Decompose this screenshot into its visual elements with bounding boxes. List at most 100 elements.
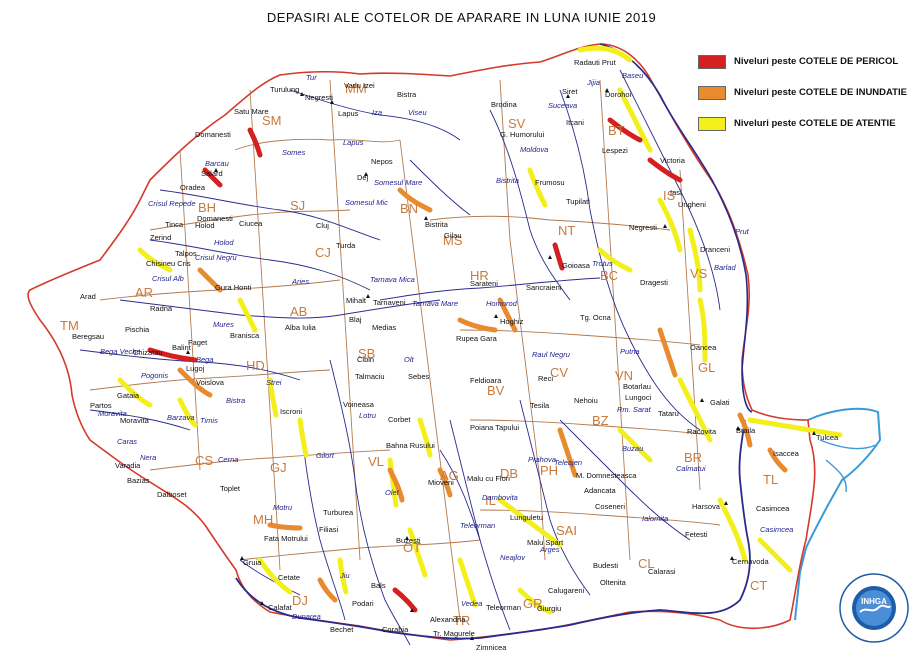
city-label: Turulung (270, 85, 299, 94)
legend-label: Niveluri peste COTELE DE INUNDATIE (734, 87, 907, 98)
city-label: Chizatau (133, 348, 163, 357)
river-labels: Tur Iza Viseu Jijia Baseu Suceava Somes … (98, 71, 793, 621)
city-label: Reci (538, 374, 553, 383)
county-label: CL (638, 556, 655, 571)
city-label: Negresti (629, 223, 657, 232)
river-label: Bistrita (496, 176, 519, 185)
county-label: BV (487, 383, 505, 398)
city-label: Bals (371, 581, 386, 590)
county-label: VL (368, 454, 384, 469)
county-label: BN (400, 201, 418, 216)
county-label: SAI (556, 523, 577, 538)
city-label: Isaccea (773, 449, 800, 458)
alert-yellow-segments (117, 45, 843, 615)
river-label: Tarnava Mare (412, 299, 458, 308)
county-label: BR (684, 450, 702, 465)
river-label: Jiu (339, 571, 350, 580)
city-label: Tarnaveni (373, 298, 406, 307)
city-label: Corbet (388, 415, 411, 424)
city-label: Dej (357, 173, 369, 182)
city-label: Calarasi (648, 567, 676, 576)
city-label: Arad (80, 292, 96, 301)
county-label: NT (558, 223, 575, 238)
county-labels: SM MM SV BT BH SJ BN CJ MS HR NT IS AR A… (60, 81, 778, 628)
legend: Niveluri peste COTELE DE PERICOL Nivelur… (698, 46, 920, 139)
city-label: Bistra (397, 90, 417, 99)
city-label: Frumosu (535, 178, 565, 187)
east-border (599, 43, 753, 413)
city-label: Balint (172, 343, 192, 352)
legend-label: Niveluri peste COTELE DE PERICOL (734, 56, 899, 67)
city-label: Lunguletu (510, 513, 543, 522)
city-labels: Turulung Negresti Vadu Izei Bistra Radau… (72, 58, 839, 652)
river-label: Buzau (622, 444, 644, 453)
city-label: Goioasa (562, 261, 591, 270)
river-label: Pogonis (141, 371, 168, 380)
city-label: Domanesti (197, 214, 233, 223)
city-label: Sebes (408, 372, 430, 381)
city-label: Toplet (220, 484, 241, 493)
river-label: Timis (200, 416, 218, 425)
city-label: Domanesti (195, 130, 231, 139)
county-label: MH (253, 512, 273, 527)
river-label: Moldova (520, 145, 548, 154)
county-label: SM (262, 113, 282, 128)
city-label: Bechet (330, 625, 354, 634)
city-label: Dragesti (640, 278, 668, 287)
city-label: Rupea Gara (456, 334, 498, 343)
city-label: Nepos (371, 157, 393, 166)
river-label: Motru (273, 503, 293, 512)
city-label: Coseneri (595, 502, 625, 511)
city-label: Poiana Tapului (470, 423, 519, 432)
river-label: Raul Negru (532, 350, 571, 359)
city-label: Partos (90, 401, 112, 410)
river-label: Bistra (226, 396, 245, 405)
city-label: Corabia (382, 625, 409, 634)
river-label: Casimcea (760, 525, 793, 534)
county-label: DB (500, 466, 518, 481)
county-label: TR (453, 613, 470, 628)
county-label: SB (358, 346, 375, 361)
county-label: VN (615, 368, 633, 383)
danube-border (235, 419, 751, 640)
city-label: Radna (150, 304, 173, 313)
county-label: TM (60, 318, 79, 333)
city-label: Beregsau (72, 332, 104, 341)
city-label: Dalboset (157, 490, 188, 499)
city-label: Oltenita (600, 578, 627, 587)
river-label: Mures (213, 320, 234, 329)
city-label: Bistrita (425, 220, 449, 229)
legend-swatch-red (698, 54, 726, 69)
city-label: Chisineu Cris (146, 259, 191, 268)
city-label: Moravita (120, 416, 150, 425)
county-label: AR (135, 285, 153, 300)
river-label: Prut (735, 227, 750, 236)
city-label: Mioveni (428, 478, 454, 487)
county-label: BH (198, 200, 216, 215)
legend-item-atentie: Niveluri peste COTELE DE ATENTIE (698, 108, 920, 139)
city-label: Gataia (117, 391, 140, 400)
county-label: AG (440, 468, 459, 483)
city-label: Budesti (593, 561, 618, 570)
city-label: Voineasa (343, 400, 375, 409)
city-label: Faget (188, 338, 208, 347)
city-label: Talmaciu (355, 372, 385, 381)
city-label: Gruia (243, 558, 262, 567)
city-label: Malu Spart (527, 538, 564, 547)
city-label: G. Humorului (500, 130, 545, 139)
city-label: Blaj (349, 315, 362, 324)
river-label: Teleorman (460, 521, 495, 530)
county-label: BC (600, 268, 618, 283)
city-label: Cluj (316, 221, 329, 230)
county-label: IL (485, 493, 496, 508)
river-label: Cerna (218, 455, 238, 464)
city-label: Salard (201, 169, 223, 178)
river-label: Lotru (359, 411, 377, 420)
county-label: CS (195, 453, 213, 468)
city-label: Sarateni (470, 279, 498, 288)
city-label: Botarlau (623, 382, 651, 391)
county-label: SV (508, 116, 526, 131)
city-label: Tulcea (816, 433, 839, 442)
river-label: Holod (214, 238, 234, 247)
city-label: Voislova (196, 378, 225, 387)
